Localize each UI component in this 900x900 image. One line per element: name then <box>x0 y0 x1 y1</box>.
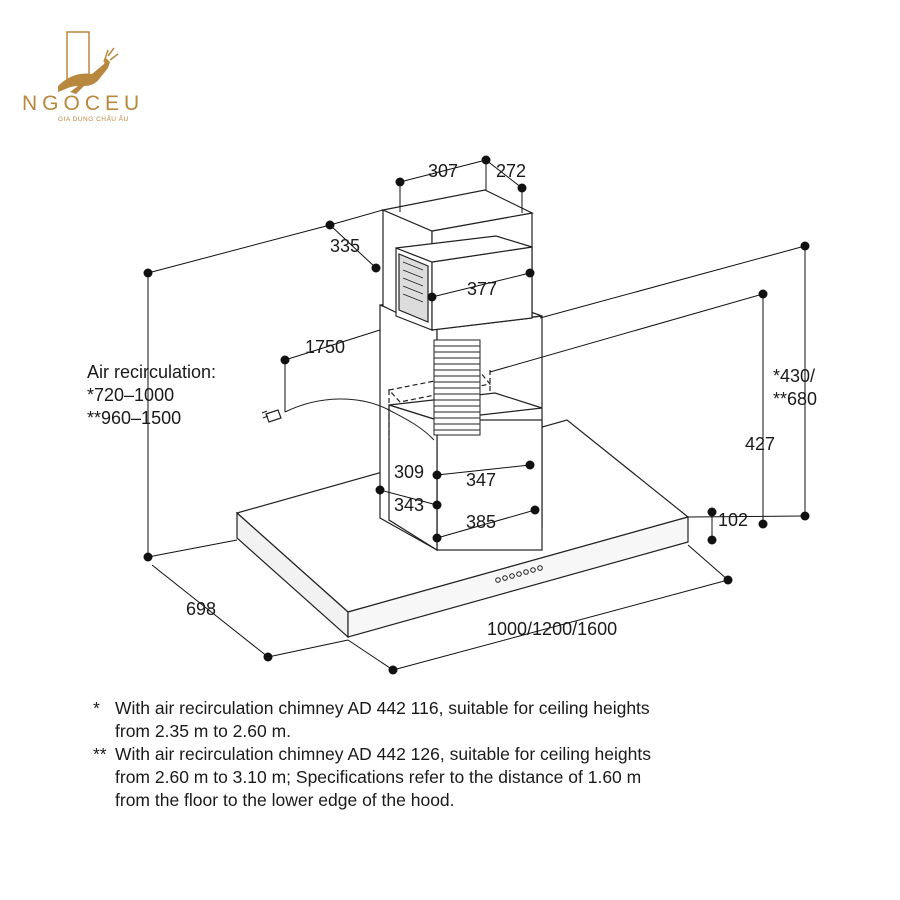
dimension-309: 309 <box>394 462 425 482</box>
dimension-680: **680 <box>773 389 818 409</box>
footnote-1-mark: * <box>93 698 100 718</box>
dimension-430: *430/ <box>773 366 816 386</box>
air-recirculation-value-1: *720–1000 <box>87 385 175 405</box>
brand-name: NGOCEU <box>22 92 145 115</box>
air-recirculation-title: Air recirculation: <box>87 362 217 382</box>
air-recirculation-label: Air recirculation: *720–1000 **960–1500 <box>87 361 216 430</box>
footnote-2-mark: ** <box>93 744 107 764</box>
power-cable <box>284 398 435 441</box>
mounting-bracket <box>387 370 492 440</box>
footnote-1-line-1: With air recirculation chimney AD 442 11… <box>115 698 650 718</box>
flexible-duct <box>433 339 481 436</box>
dimension-385: 385 <box>466 512 497 532</box>
footnote-2-line-3: from the floor to the lower edge of the … <box>115 790 455 810</box>
footnote-2: ** With air recirculation chimney AD 442 … <box>93 743 651 812</box>
dimension-698: 698 <box>186 599 217 619</box>
deer-logo-icon <box>58 31 119 94</box>
footnote-1: * With air recirculation chimney AD 442 1… <box>93 697 650 743</box>
footnote-2-line-1: With air recirculation chimney AD 442 12… <box>115 744 651 764</box>
lower-chimney <box>379 295 543 552</box>
footnote-2-line-2: from 2.60 m to 3.10 m; Specifications re… <box>115 767 642 787</box>
footnote-1-line-2: from 2.35 m to 2.60 m. <box>115 721 292 741</box>
dimension-307: 307 <box>428 161 459 181</box>
dimension-347: 347 <box>466 470 497 490</box>
upper-chimney <box>380 189 534 331</box>
dimension-427: 427 <box>745 434 776 454</box>
dimension-272: 272 <box>496 161 527 181</box>
dimension-343: 343 <box>394 495 425 515</box>
dimension-377: 377 <box>467 279 498 299</box>
control-buttons-icon <box>495 565 543 583</box>
dimension-335: 335 <box>330 236 361 256</box>
brand-tagline: GIA DỤNG CHÂU ÂU <box>58 116 129 123</box>
dimension-width: 1000/1200/1600 <box>487 619 618 639</box>
air-recirculation-value-2: **960–1500 <box>87 408 182 428</box>
plug-icon <box>261 409 282 423</box>
dimension-1750: 1750 <box>305 337 346 357</box>
dimension-102: 102 <box>718 510 749 530</box>
